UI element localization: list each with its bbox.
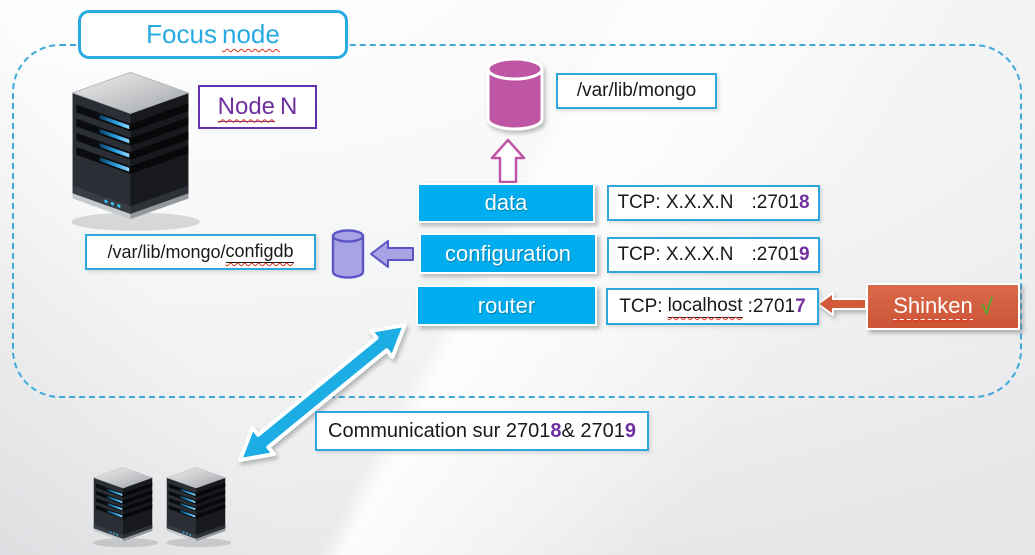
port-data-digit: 8 [799,192,810,213]
mongo-path-label: /var/lib/mongo [556,73,717,109]
port-data-label: TCP: X.X.X.N :2701 8 [607,185,820,221]
focus-node-title-box: Focus node [78,10,348,59]
node-n-label-suffix: N [280,93,298,120]
configdb-path-plain: /var/lib/mongo/ [107,241,226,262]
focus-node-label: Focus [146,19,217,49]
communication-label: Communication sur 2701 8 & 2701 9 [315,411,649,451]
left-block-arrow-icon [817,292,867,316]
router-service-label: router [477,292,536,318]
configuration-service-box: configuration [419,233,597,274]
port-router-host-misspelled: localhost [667,295,743,318]
check-icon: √ [980,293,993,319]
configdb-path-misspelled: configdb [225,241,294,263]
port-router-label: TCP: localhost :2701 7 [606,288,819,325]
node-n-label-misspelled: Node [217,92,276,122]
port-data-host: TCP: X.X.X.N [617,192,734,213]
port-configuration-host: TCP: X.X.X.N [617,244,734,265]
communication-text-1: Communication sur 2701 [328,419,551,442]
port-data-number: :2701 [751,192,800,213]
port-router-number: :2701 [747,295,796,317]
replica-server-icon [93,467,159,548]
shinken-label: Shinken [893,293,973,320]
left-block-arrow-icon [370,240,414,268]
port-configuration-label: TCP: X.X.X.N :2701 9 [607,237,820,273]
communication-digit-1: 8 [550,419,562,442]
data-service-label: data [484,190,528,215]
database-cylinder-icon [486,57,544,131]
port-router-protocol: TCP: [619,295,663,317]
database-cylinder-icon [331,229,365,279]
up-block-arrow-icon [490,138,526,184]
node-n-label-box: Node N [198,85,317,129]
communication-text-2: & 2701 [561,419,625,442]
configdb-path-label: /var/lib/mongo/ configdb [85,234,316,270]
port-configuration-digit: 9 [799,244,810,265]
server-icon [71,71,201,231]
router-service-box: router [416,285,597,326]
port-configuration-number: :2701 [751,244,800,265]
shinken-box: Shinken √ [866,283,1020,330]
replica-server-icon [166,467,232,548]
focus-node-label-misspelled: node [221,19,280,49]
double-headed-arrow-icon [238,323,407,462]
focus-node-boundary [12,44,1022,398]
data-service-box: data [417,183,595,223]
mongo-path-text: /var/lib/mongo [576,80,697,101]
communication-digit-2: 9 [624,419,636,442]
configuration-service-label: configuration [445,240,571,266]
port-router-digit: 7 [795,295,806,317]
